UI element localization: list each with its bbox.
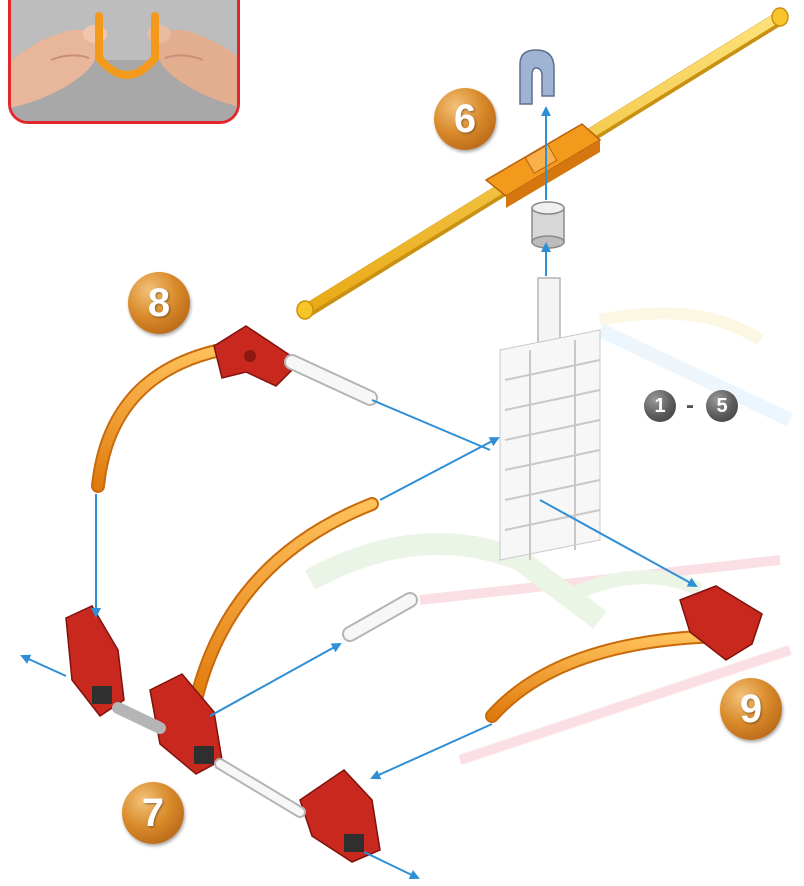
- white-short-rod-part: [350, 600, 410, 634]
- step-range-label: 1 - 5: [644, 390, 744, 424]
- step-9-badge: 9: [720, 678, 782, 740]
- red-corner-connector-part: [66, 606, 124, 716]
- step-7-badge: 7: [122, 782, 184, 844]
- white-hub-part: [500, 278, 600, 560]
- red-corner-connector-part: [300, 770, 380, 862]
- orange-curved-rod-part: [492, 636, 722, 716]
- step-8-badge: 8: [128, 272, 190, 334]
- white-short-rod-part: [292, 362, 370, 398]
- red-corner-connector-part: [680, 586, 762, 660]
- orange-curved-rod-part: [196, 504, 372, 700]
- range-separator: -: [686, 392, 694, 420]
- range-start-badge: 1: [644, 390, 676, 422]
- grey-spacer-part: [532, 202, 564, 248]
- range-end-badge: 5: [706, 390, 738, 422]
- orange-curved-rod-part: [98, 348, 230, 486]
- blue-clip-part: [520, 50, 554, 104]
- step-6-badge: 6: [434, 88, 496, 150]
